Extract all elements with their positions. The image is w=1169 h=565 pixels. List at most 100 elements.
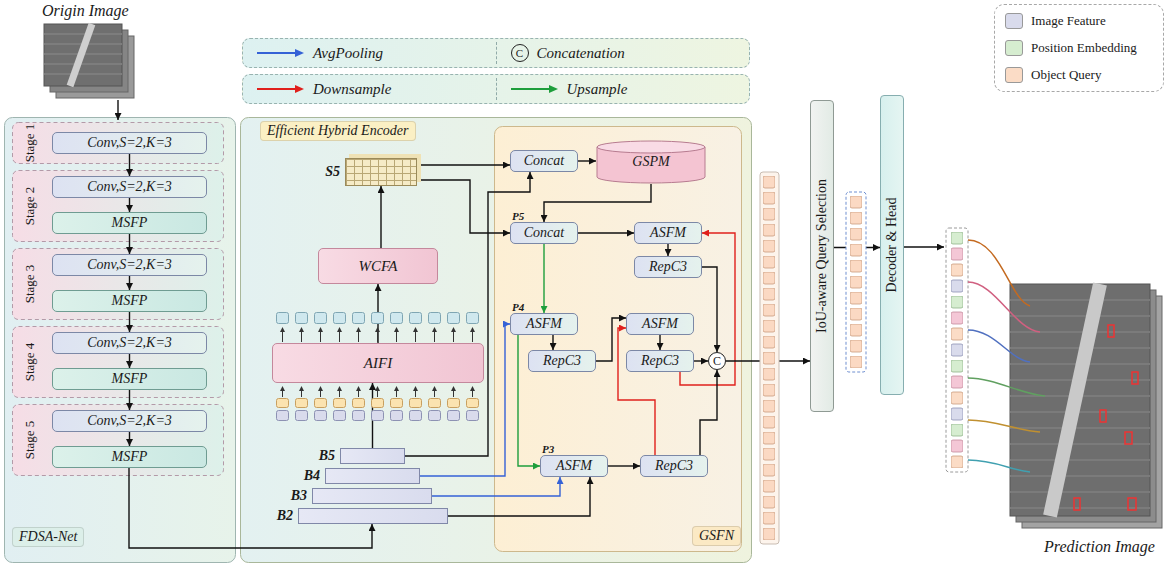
legend-box: Image Feature Position Embedding Object … [994,4,1164,92]
output-column [946,228,968,472]
panel-title: Efficient Hybrid Encoder [260,121,416,141]
stage-label-strip: Stage 2 [12,170,48,242]
token-arrows [276,385,483,397]
legend-swatch [1005,13,1023,29]
legend-item: Downsample [243,81,496,98]
block-label: Conv,S=2,K=3 [87,413,172,429]
stage-label: Stage 2 [22,187,38,226]
stage-box: Stage 5 Conv,S=2,K=3MSFP [12,404,224,476]
block-label: MSFP [112,371,148,387]
image-caption: Origin Image [42,2,129,20]
input-arrow [117,100,118,120]
panel-title: FDSA-Net [12,527,84,547]
connector [129,234,130,254]
feature-label: B5 [319,448,335,464]
link-curve [968,378,1045,396]
block-label: MSFP [112,293,148,309]
link-curve [968,282,1040,332]
link-curve [968,460,1030,472]
block-label: Concat [524,225,564,241]
asfm-box: ASFM [626,313,694,335]
upsample-arrow-sample [511,84,559,94]
connector [700,370,717,455]
feature-label: B3 [291,488,307,504]
panel-background [495,127,742,552]
stage-label: Stage 1 [22,124,38,163]
downsample-arrow-sample [257,84,305,94]
block-label: Conv,S=2,K=3 [87,257,172,273]
connector [129,432,130,446]
connector [578,232,634,233]
legend-item: Object Query [1005,67,1153,83]
connector [129,198,130,212]
level-tag: P4 [512,301,524,313]
stage-box: Stage 4Conv,S=2,K=3MSFP [12,326,224,398]
block-label: ASFM [526,316,562,332]
stage-label-strip: Stage 5 [12,404,48,476]
legend-text: Position Embedding [1031,40,1137,56]
connector [380,186,381,248]
block-label: GSPM [632,154,669,170]
image-sheet [44,24,122,86]
connector [129,276,130,290]
msfp-box: MSFP [52,446,207,468]
link-curve [968,420,1040,432]
connector [659,335,660,350]
legend-text: Downsample [313,81,391,98]
gsfn-panel: GSFNConcatGSPMP5ConcatASFMRepC3P4ASFMRep… [494,126,742,552]
token-row [276,312,483,324]
selected-query-column [846,192,866,372]
conv-box: Conv,S=2,K=3 [52,410,207,432]
block-label: RepC3 [543,353,581,369]
legend-divider [496,42,497,64]
image-road [1050,284,1100,516]
stage-box: Stage 1Conv,S=2,K=3 [12,122,224,164]
msfp-box: MSFP [52,290,207,312]
detection-box [1128,498,1136,510]
block-label: WCFA [359,258,398,275]
asfm-box: P3ASFM [540,455,608,477]
feature-plate: B2 [298,508,448,524]
feature-label: B4 [304,468,320,484]
connector [694,360,708,361]
feature-label: B2 [277,508,293,524]
legend-item: C Concatenation [497,44,750,62]
image-caption: Prediction Image [1044,538,1155,556]
legend-text: Upsample [567,81,628,98]
block-label: MSFP [112,215,148,231]
block-label: Conv,S=2,K=3 [87,335,172,351]
legend-swatch [1005,40,1023,56]
gspm-cylinder: GSPM [596,140,706,184]
feature-plate: B3 [312,488,432,504]
aifi-block: AIFI [272,343,484,383]
cylinder-top [597,141,705,153]
level-tag: P3 [542,443,554,455]
block-label: AIFI [364,355,392,372]
block-label: ASFM [556,458,592,474]
conv-box: Conv,S=2,K=3 [52,332,207,354]
connector [448,477,590,516]
output-arrow [904,246,944,247]
asfm-box: P4ASFM [510,313,578,335]
detection-box [1132,372,1138,384]
detection-box [1108,325,1114,337]
panel-background [5,118,236,563]
detection-box [1074,498,1080,510]
feature-plate: B5 [340,448,405,464]
legend-text: AvgPooling [313,45,383,62]
concat-box: P5Concat [510,222,578,244]
legend-box: Downsample Upsample [242,74,750,104]
detection-box [1125,432,1132,444]
vertical-label: Decoder & Head [884,198,900,293]
concat-symbol-sample: C [511,44,529,62]
block-label: RepC3 [655,458,693,474]
block-label: RepC3 [641,353,679,369]
connector [552,335,553,350]
stage-background [13,171,224,242]
backbone-panel: FDSA-NetStage 1Conv,S=2,K=3Stage 2Conv,S… [4,117,236,563]
output-squares [951,232,963,468]
concat-circle: C [708,352,726,370]
query-squares [850,196,862,368]
connector [618,328,655,455]
level-tag: P5 [512,210,524,222]
